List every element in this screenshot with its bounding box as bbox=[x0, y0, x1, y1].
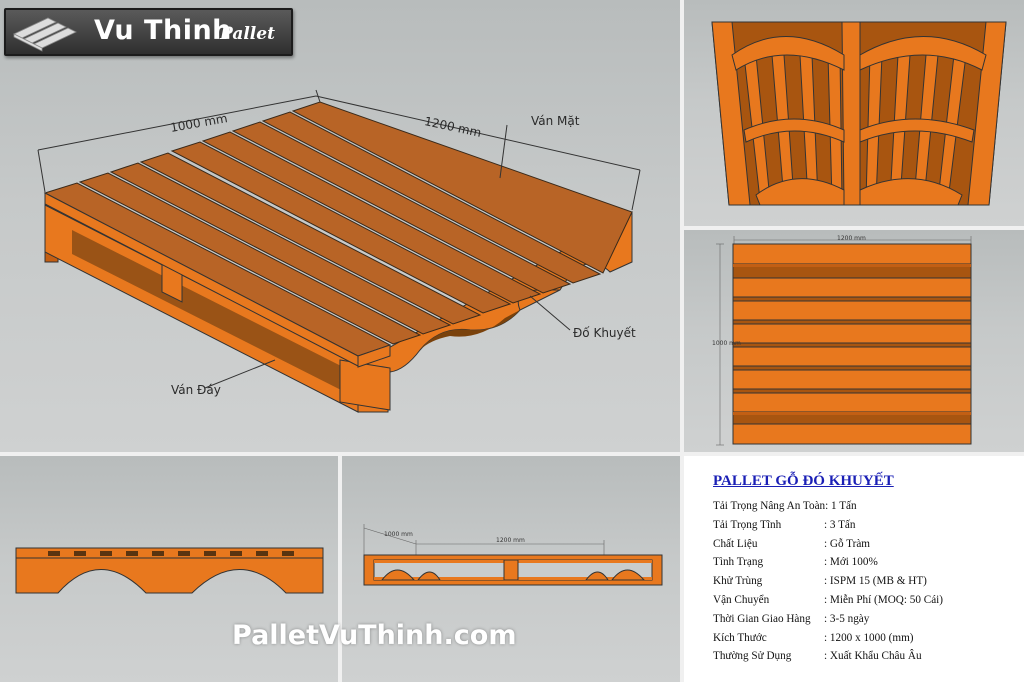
spec-label: Vận Chuyển bbox=[713, 593, 770, 606]
top-view-panel: 1200 mm 1000 mm bbox=[684, 230, 1024, 452]
top-view-length-label: 1200 mm bbox=[837, 235, 866, 242]
specifications-panel: PALLET GỖ ĐÓ KHUYẾT Tải Trọng Nâng An To… bbox=[684, 456, 1024, 682]
bottom-deck-label: Ván Đáy bbox=[171, 383, 221, 397]
spec-label: Kích Thước bbox=[713, 631, 767, 644]
spec-label: Khử Trùng bbox=[713, 575, 763, 588]
pallet-top-view-drawing bbox=[716, 236, 972, 446]
spec-label: Tình Trạng bbox=[713, 556, 764, 569]
spec-row-fumigation: Khử Trùng : ISPM 15 (MB & HT) bbox=[713, 575, 943, 594]
spec-label: Tải Trọng Nâng An Toàn: 1 Tấn bbox=[713, 500, 857, 512]
top-view-width-label: 1000 mm bbox=[712, 340, 741, 347]
spec-label: Thường Sử Dụng bbox=[713, 650, 792, 663]
logo-sub-text: Pallet bbox=[220, 24, 275, 44]
spec-value: : Xuất Khẩu Châu Âu bbox=[824, 650, 922, 663]
spec-label: Thời Gian Giao Hàng bbox=[713, 612, 811, 625]
spec-value: : Gỗ Tràm bbox=[824, 537, 871, 550]
side-view-panel: 1000 mm 1200 mm bbox=[342, 456, 680, 682]
spec-row-static-load: Tải Trọng Tĩnh : 3 Tấn bbox=[713, 519, 943, 538]
spec-value: : ISPM 15 (MB & HT) bbox=[824, 575, 927, 588]
spec-value: : Mới 100% bbox=[824, 556, 878, 569]
spec-title: PALLET GỖ ĐÓ KHUYẾT bbox=[713, 473, 894, 489]
spec-value: : 1200 x 1000 (mm) bbox=[824, 631, 914, 644]
spec-row-usage: Thường Sử Dụng : Xuất Khẩu Châu Âu bbox=[713, 650, 943, 669]
spec-value: : 3-5 ngày bbox=[824, 612, 870, 625]
spec-row-safe-load: Tải Trọng Nâng An Toàn: 1 Tấn bbox=[713, 500, 943, 519]
spec-row-material: Chất Liệu : Gỗ Tràm bbox=[713, 538, 943, 557]
spec-row-shipping: Vận Chuyển : Miễn Phí (MOQ: 50 Cái) bbox=[713, 594, 943, 613]
pallet-logo-icon bbox=[13, 17, 77, 52]
spec-row-condition: Tình Trạng : Mới 100% bbox=[713, 556, 943, 575]
spec-label: Chất Liệu bbox=[713, 537, 758, 550]
pallet-front-view-drawing bbox=[15, 547, 324, 594]
spec-value: : Miễn Phí (MOQ: 50 Cái) bbox=[824, 593, 944, 606]
spec-value: : 3 Tấn bbox=[824, 518, 856, 531]
side-view-length-label: 1200 mm bbox=[496, 537, 525, 544]
side-view-width-label: 1000 mm bbox=[384, 531, 413, 538]
main-perspective-panel: Vu Thinh Pallet 1000 mm 1200 mm Ván Mặt … bbox=[0, 0, 680, 452]
notched-stringer-label: Đố Khuyết bbox=[573, 326, 636, 340]
pallet-perspective-drawing bbox=[37, 89, 641, 413]
spec-row-dimensions: Kích Thước : 1200 x 1000 (mm) bbox=[713, 632, 943, 651]
spec-row-delivery-time: Thời Gian Giao Hàng : 3-5 ngày bbox=[713, 613, 943, 632]
brand-logo: Vu Thinh Pallet bbox=[4, 8, 293, 56]
spec-list: Tải Trọng Nâng An Toàn: 1 Tấn Tải Trọng … bbox=[713, 500, 943, 669]
website-watermark: PalletVuThinh.com bbox=[232, 620, 517, 651]
underside-view-panel bbox=[684, 0, 1024, 226]
top-deck-label: Ván Mặt bbox=[531, 114, 580, 128]
pallet-side-view-drawing bbox=[363, 524, 663, 586]
logo-brand-text: Vu Thinh bbox=[94, 15, 232, 46]
spec-label: Tải Trọng Tĩnh bbox=[713, 518, 782, 531]
pallet-underside-drawing bbox=[711, 21, 1007, 206]
front-view-panel bbox=[0, 456, 338, 682]
